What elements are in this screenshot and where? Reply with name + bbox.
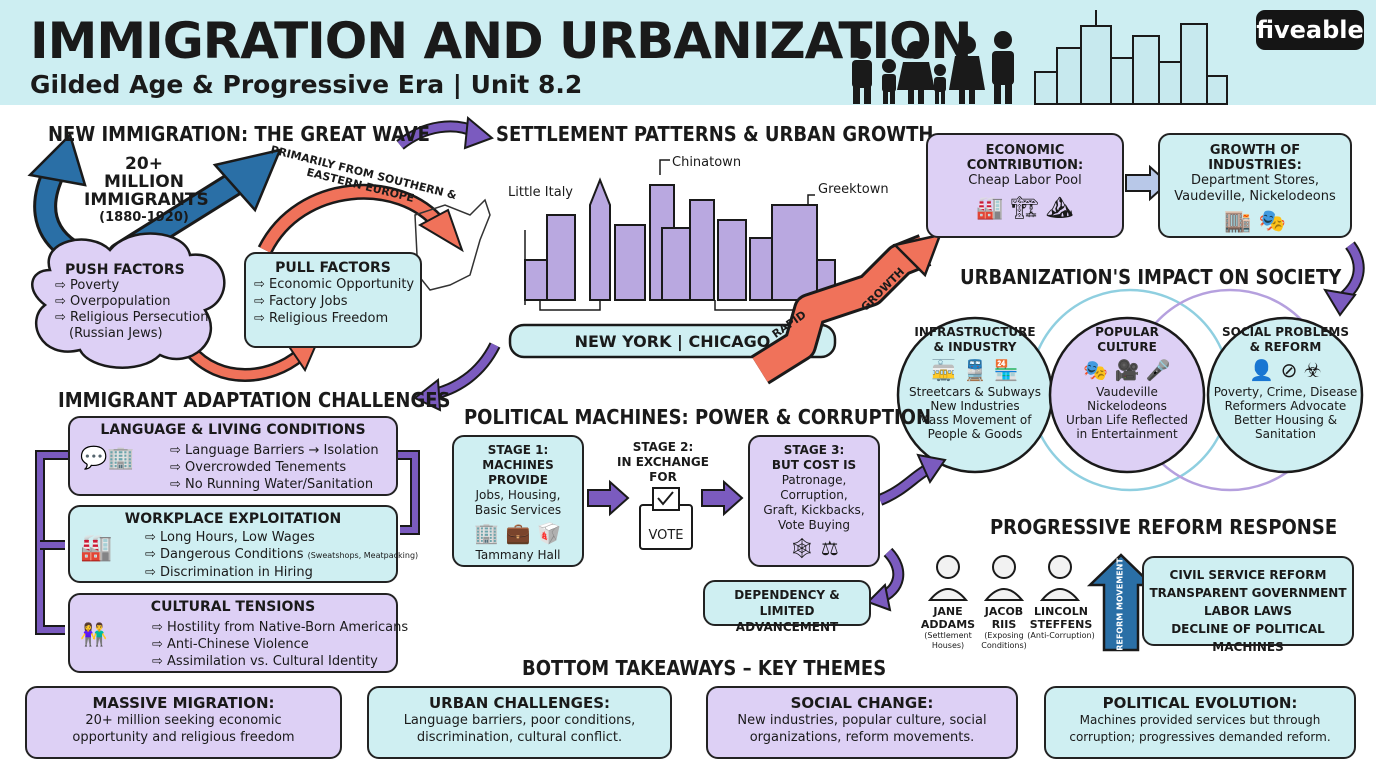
push-factors: PUSH FACTORS ⇨ Poverty ⇨ Overpopulation … [55, 262, 209, 342]
building-briefcase-food-icon: 🏢 💼 🥡 [474, 521, 562, 545]
factory-icon: 🏭 [80, 533, 113, 563]
people-conflict-icon: 👫 [80, 623, 108, 648]
factory-icon: 🏭 🏗 ⛰ [976, 196, 1074, 221]
pull-item: ⇨ Economic Opportunity [254, 277, 415, 292]
tammany-label: Tammany Hall [475, 548, 561, 562]
takeaway-social: SOCIAL CHANGE: New industries, popular c… [706, 686, 1018, 759]
page-subtitle: Gilded Age & Progressive Era | Unit 8.2 [30, 70, 583, 99]
economic-text: Cheap Labor Pool [968, 173, 1082, 188]
takeaway-migration: MASSIVE MIGRATION: 20+ million seeking e… [25, 686, 342, 759]
skyline-icon [1034, 10, 1228, 105]
city-buildings [524, 177, 836, 301]
label-chinatown: Chinatown [672, 155, 742, 170]
reform-movement-label: REFORM MOVEMENT [1115, 558, 1125, 651]
count-value: 20+ MILLION [104, 154, 184, 192]
takeaways-title: BOTTOM TAKEAWAYS – KEY THEMES [522, 656, 887, 680]
family-icon [852, 31, 1014, 104]
industries-line: Department Stores, [1190, 173, 1320, 188]
industries-title: GROWTH OF INDUSTRIES: [1208, 143, 1302, 173]
label-greektown: Greektown [818, 182, 889, 197]
biohazard-icon: 👤 ⊘ ☣ [1249, 358, 1322, 382]
vote-label: VOTE [648, 528, 684, 543]
storefront-icon: 🏬 🎭 [1224, 209, 1286, 234]
challenge-language: LANGUAGE & LIVING CONDITIONS 💬🏢 ⇨ Langua… [68, 416, 398, 496]
speech-question-icon: 💬🏢 [80, 446, 135, 471]
scales-icon: 🕸 ⚖ [789, 536, 839, 560]
push-item: ⇨ Poverty [55, 278, 120, 293]
settlement-title: SETTLEMENT PATTERNS & URBAN GROWTH [496, 122, 934, 146]
stage-3-card: STAGE 3:BUT COST IS Patronage, Corruptio… [748, 435, 880, 567]
label-little-italy: Little Italy [508, 185, 573, 200]
challenge-title: LANGUAGE & LIVING CONDITIONS [100, 422, 366, 438]
transit-icon: 🚋 🚆 🏪 [931, 358, 1019, 382]
immigrant-count: 20+ MILLION IMMIGRANTS (1880-1920) [84, 154, 209, 227]
economic-title: ECONOMIC CONTRIBUTION: [966, 143, 1084, 173]
growth-of-industries-card: GROWTH OF INDUSTRIES: Department Stores,… [1158, 133, 1352, 238]
ballot-box-icon [639, 487, 693, 550]
page-title: IMMIGRATION AND URBANIZATION [30, 12, 972, 70]
machines-title: POLITICAL MACHINES: POWER & CORRUPTION [464, 405, 932, 429]
stage-2-label: STAGE 2:IN EXCHANGE FOR [617, 440, 709, 484]
city-names: NEW YORK | CHICAGO [574, 332, 771, 351]
pull-title: PULL FACTORS [275, 260, 391, 276]
impact-circle-social: SOCIAL PROBLEMS& REFORM 👤 ⊘ ☣ Poverty, C… [1213, 325, 1358, 441]
pull-item: ⇨ Factory Jobs [254, 294, 348, 309]
impact-title: URBANIZATION'S IMPACT ON SOCIETY [960, 265, 1342, 289]
challenge-title: WORKPLACE EXPLOITATION [124, 511, 342, 527]
count-label: IMMIGRANTS [84, 190, 209, 210]
brand-logo[interactable]: fiveable [1256, 10, 1364, 50]
industries-line: Vaudeville, Nickelodeons [1174, 189, 1336, 204]
takeaway-urban: URBAN CHALLENGES: Language barriers, poo… [367, 686, 672, 759]
takeaway-political: POLITICAL EVOLUTION: Machines provided s… [1044, 686, 1356, 759]
impact-circle-infrastructure: INFRASTRUCTURE& INDUSTRY 🚋 🚆 🏪 Streetcar… [905, 325, 1045, 441]
count-years: (1880-1920) [99, 210, 189, 225]
push-item: ⇨ Overpopulation [55, 294, 171, 309]
new-immigration-title: NEW IMMIGRATION: THE GREAT WAVE [48, 122, 430, 146]
theater-masks-icon: 🎭 🎥 🎤 [1083, 358, 1171, 382]
push-title: PUSH FACTORS [65, 262, 185, 278]
push-item: (Russian Jews) [69, 326, 163, 341]
challenge-title: CULTURAL TENSIONS [150, 599, 316, 615]
push-item: ⇨ Religious Persecution [55, 310, 209, 325]
challenges-title: IMMIGRANT ADAPTATION CHALLENGES [58, 388, 451, 412]
reformer-portraits [927, 555, 1081, 601]
pull-item: ⇨ Religious Freedom [254, 311, 389, 326]
economic-contribution-card: ECONOMIC CONTRIBUTION: Cheap Labor Pool … [926, 133, 1124, 238]
reform-title: PROGRESSIVE REFORM RESPONSE [990, 515, 1338, 539]
challenge-cultural: CULTURAL TENSIONS 👫 ⇨ Hostility from Nat… [68, 593, 408, 673]
stage-1-card: STAGE 1:MACHINES PROVIDE Jobs, Housing,B… [452, 435, 584, 567]
pull-factors: PULL FACTORS ⇨ Economic Opportunity ⇨ Fa… [244, 252, 422, 348]
challenge-workplace: WORKPLACE EXPLOITATION 🏭 ⇨ Long Hours, L… [68, 505, 418, 583]
